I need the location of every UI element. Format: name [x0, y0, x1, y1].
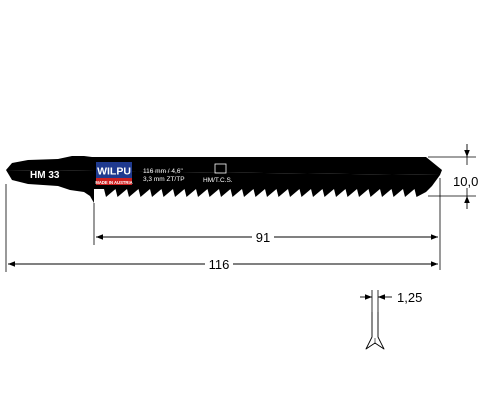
- total-length-dimension: 116: [5, 184, 438, 272]
- height-value: 10,0: [453, 174, 478, 189]
- blade-material-box: [214, 163, 227, 174]
- svg-text:WILPU: WILPU: [97, 166, 131, 178]
- total-length-value: 116: [209, 257, 230, 272]
- working-length-value: 91: [256, 230, 270, 245]
- brand-logo: WILPU MADE IN AUSTRIA: [95, 162, 133, 185]
- blade-teeth: [6, 170, 440, 203]
- blade-material-label: HM/T.C.S.: [203, 177, 233, 184]
- blade-cross-section: [365, 312, 385, 350]
- thickness-value: 1,25: [397, 290, 422, 305]
- blade-spec-length: 116 mm / 4,6": [143, 168, 183, 175]
- svg-text:MADE IN AUSTRIA: MADE IN AUSTRIA: [95, 180, 132, 185]
- thickness-dimension: 1,25: [360, 290, 422, 312]
- blade-model-label: HM 33: [30, 170, 60, 181]
- blade-spec-tooth: 3,3 mm ZT/TP: [143, 176, 185, 183]
- working-length-dimension: 91: [93, 178, 441, 270]
- height-dimension: 10,0: [428, 144, 478, 209]
